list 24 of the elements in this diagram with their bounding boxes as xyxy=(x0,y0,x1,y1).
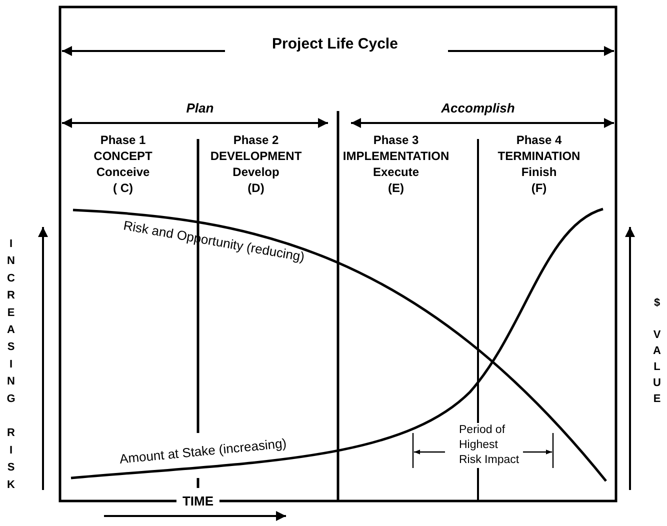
phase-label: TERMINATION xyxy=(498,150,580,162)
phase-label: (D) xyxy=(248,182,264,194)
phase-label: CONCEPT xyxy=(94,150,152,162)
axis-label: $ VALUE xyxy=(651,297,662,409)
axis-label: INCREASING RISK xyxy=(5,238,16,496)
phase-label: Develop xyxy=(232,166,280,178)
note-text: Period of Highest Risk Impact xyxy=(459,423,523,468)
phase-label: Phase 2 xyxy=(233,134,279,146)
phase-label: Execute xyxy=(372,166,420,178)
curve-label: Risk and Opportunity (reducing) xyxy=(122,218,306,264)
axis-title: TIME xyxy=(176,494,220,508)
phase-group-label: Plan xyxy=(186,102,214,114)
phase-label: IMPLEMENTATION xyxy=(342,150,450,162)
phase-label: Phase 1 xyxy=(100,134,146,146)
phase-label: ( C) xyxy=(113,182,133,194)
phase-label: Phase 3 xyxy=(373,134,419,146)
phase-label: Phase 4 xyxy=(516,134,562,146)
phase-label: Finish xyxy=(521,166,557,178)
phase-label: DEVELOPMENT xyxy=(210,150,302,162)
phase-label: Conceive xyxy=(96,166,150,178)
phase-label: (E) xyxy=(388,182,404,194)
phase-group-label: Accomplish xyxy=(441,102,515,114)
phase-label: (F) xyxy=(531,182,547,194)
curve-label: Amount at Stake (increasing) xyxy=(118,436,288,466)
